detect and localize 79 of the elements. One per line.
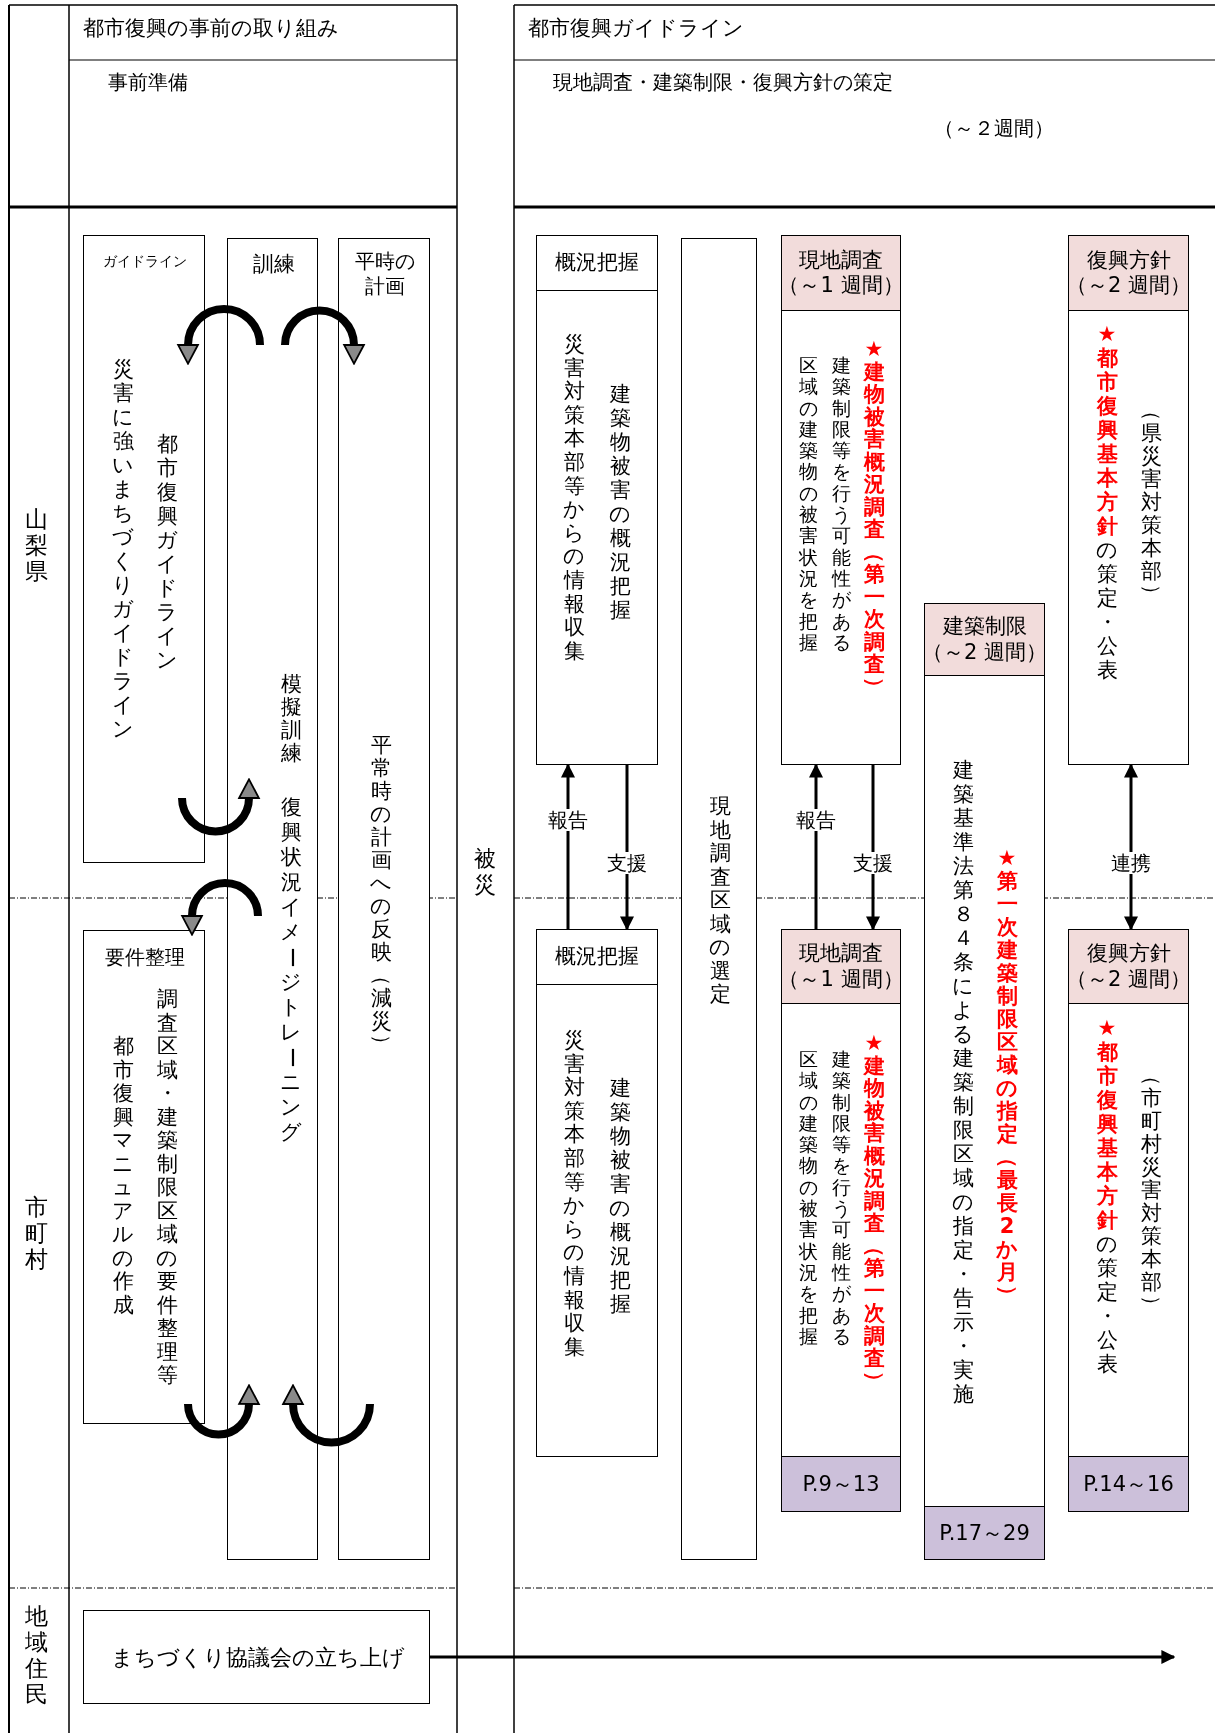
body-text: 区域の建築物の被害状況を把握 (797, 1049, 819, 1348)
duration-text: （～２週間） (934, 116, 1054, 141)
lane-label: 山梨県 (23, 506, 49, 584)
process-box (536, 929, 658, 1457)
body-text: 平常時の計画への反映（減災） (368, 734, 394, 1056)
page-reference: P.14～16 (1069, 1456, 1188, 1511)
body-text: 建築物被害の概況把握 (608, 382, 632, 622)
edge-label: 支援 (606, 852, 648, 874)
body-text: 災害対策本部等からの情報収集 (562, 333, 586, 664)
column-box (227, 238, 318, 1560)
arrow (866, 765, 880, 931)
lane-label: 市町村 (23, 1194, 49, 1272)
duration-text: （～1 週間） (778, 966, 904, 992)
highlight-text: ★第一次建築制限区域の指定（最長2か月） (994, 847, 1020, 1307)
process-box (83, 930, 205, 1424)
process-box (83, 1610, 430, 1704)
box-heading: 平時の計画 (354, 249, 416, 299)
box-heading: 概況把握 (555, 250, 639, 276)
page-reference: P.17～29 (925, 1506, 1044, 1559)
body-text: 災害に強いまちづくりガイドライン (111, 357, 135, 741)
arrow (430, 1650, 1176, 1664)
highlight-text: ★建物被害概況調査（第一次調査） (861, 1032, 887, 1392)
edge-label: 報告 (795, 809, 837, 831)
body-text: ★都市復興基本方針の策定・公表 (1095, 322, 1119, 682)
process-box (924, 603, 1045, 1560)
body-text: 都市復興ガイドライン (155, 432, 179, 672)
duration-text: （～2 週間） (1066, 966, 1192, 992)
section-heading: 都市復興ガイドライン (528, 15, 744, 42)
box-heading: 復興方針 (1086, 247, 1171, 273)
body-text: 現地調査区域の選定 (708, 795, 732, 1007)
edge-label: 報告 (547, 809, 589, 831)
lane-label: 地域住民 (23, 1603, 49, 1707)
section-subheading: 事前準備 (108, 70, 188, 95)
column-box (338, 238, 430, 1560)
process-box (1068, 929, 1189, 1512)
body-text: 区域の建築物の被害状況を把握 (797, 355, 819, 654)
box-heading: 現地調査 (799, 941, 883, 967)
phase-label: 被災 (473, 846, 497, 898)
box-heading: 概況把握 (555, 944, 639, 970)
process-box (781, 929, 901, 1512)
arrow (620, 765, 634, 931)
edge-label: 連携 (1110, 852, 1152, 874)
curved-arrow (181, 879, 262, 936)
body-text: 災害対策本部等からの情報収集 (562, 1029, 586, 1360)
process-box (781, 235, 901, 765)
process-box (1068, 235, 1189, 765)
body-text: （市町村災害対策本部） (1138, 1064, 1164, 1317)
guideline-box (83, 235, 205, 863)
body-text: 都市復興マニュアルの作成 (111, 1035, 135, 1317)
section-heading: 都市復興の事前の取り組み (83, 15, 339, 42)
box-heading: 要件整理 (105, 945, 185, 970)
body-text: 建築物被害の概況把握 (608, 1076, 632, 1316)
page-reference: P.9～13 (782, 1456, 900, 1511)
box-heading: ガイドライン (103, 253, 187, 271)
highlight-text: ★建物被害概況調査（第一次調査） (861, 338, 887, 698)
body-text: （県災害対策本部） (1138, 399, 1164, 606)
body-text: 建築基準法第８４条による建築制限区域の指定・告示・実施 (951, 758, 975, 1406)
section-subheading: 現地調査・建築制限・復興方針の策定 (553, 70, 893, 95)
duration-text: （～2 週間） (922, 639, 1048, 665)
curved-arrow (281, 306, 365, 365)
duration-text: （～2 週間） (1066, 273, 1192, 299)
curved-arrow (184, 1384, 260, 1439)
process-box (536, 235, 658, 765)
body-text: ★都市復興基本方針の策定・公表 (1095, 1016, 1119, 1376)
body-text: 建築制限等を行う可能性がある (830, 1049, 852, 1348)
body-text: 調査区域・建築制限区域の要件整理等 (155, 988, 179, 1388)
box-text: まちづくり協議会の立ち上げ (110, 1644, 405, 1672)
curved-arrow (177, 305, 264, 365)
arrow (1124, 763, 1138, 931)
edge-label: 支援 (852, 852, 894, 874)
body-text: 模擬訓練 (279, 673, 303, 765)
body-text: 建築制限等を行う可能性がある (830, 355, 852, 654)
box-heading: 訓練 (252, 251, 295, 278)
duration-text: （～1 週間） (778, 273, 904, 299)
box-heading: 復興方針 (1086, 941, 1171, 967)
box-heading: 現地調査 (799, 247, 883, 273)
body-text: 復興状況イメージトレーニング (278, 795, 304, 1145)
column-box (681, 238, 757, 1560)
box-heading: 建築制限 (942, 614, 1027, 640)
